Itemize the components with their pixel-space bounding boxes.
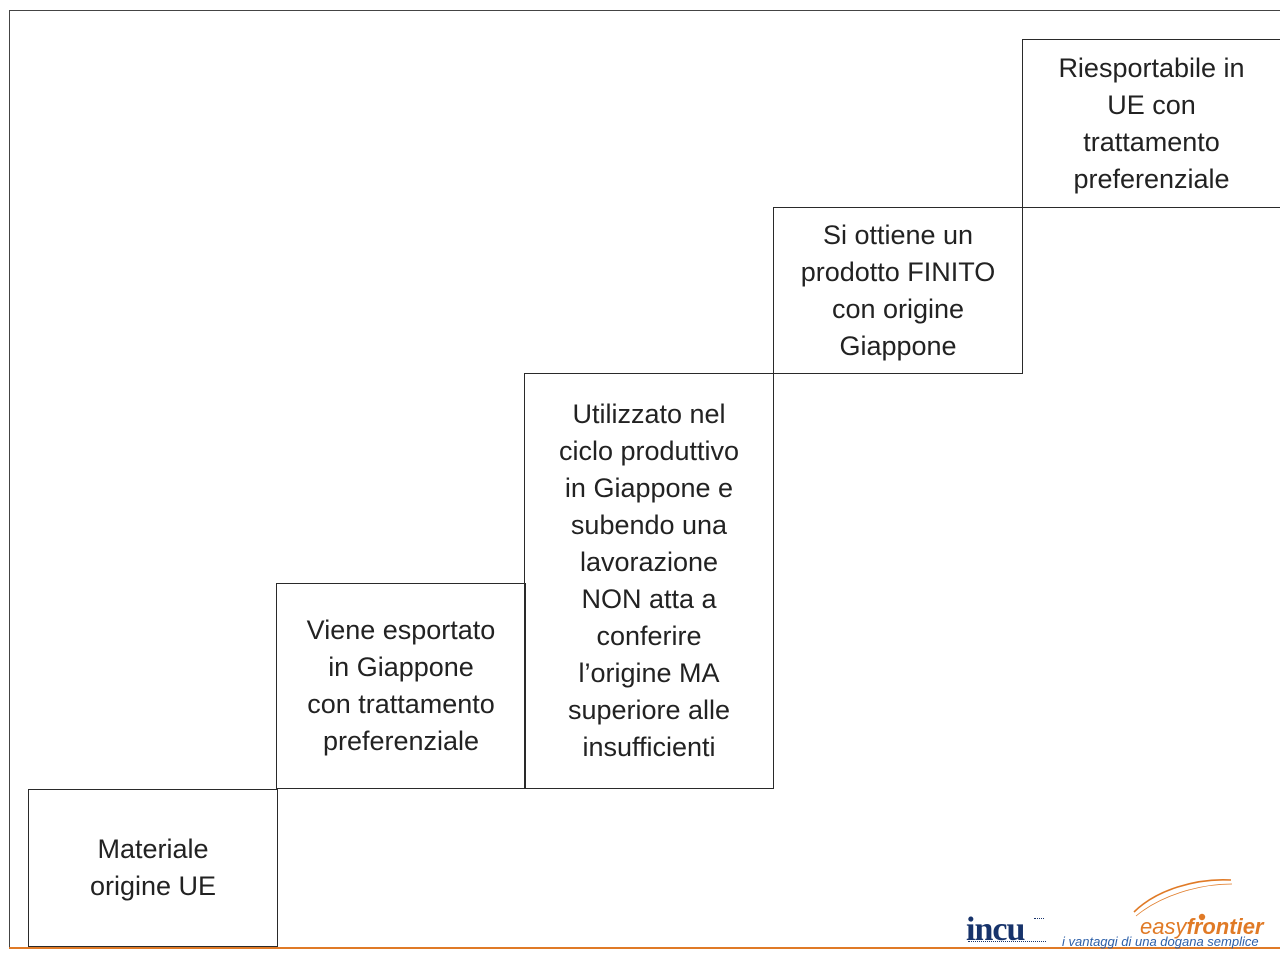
step-line: superiore alle (567, 695, 731, 725)
step-line: NON atta a (581, 584, 717, 614)
footer-accent-line (9, 947, 1280, 949)
step-prodotto-finito: Si ottiene un prodotto FINITO con origin… (773, 207, 1023, 374)
step-line: origine UE (89, 871, 217, 901)
step-line: preferenziale (322, 726, 480, 756)
step-line: Giappone (839, 330, 957, 361)
step-line: preferenziale (1073, 163, 1230, 194)
step-line: in Giappone (328, 652, 474, 682)
step-text: Riesportabile in UE con trattamento pref… (1058, 50, 1244, 198)
swoosh-icon (1133, 878, 1233, 921)
brand-easy: easy (1140, 914, 1187, 939)
step-materiale-origine-ue: Materiale origine UE (28, 789, 278, 947)
step-line: UE con (1107, 89, 1196, 120)
step-line: lavorazione (579, 547, 719, 577)
step-utilizzato-ciclo-produttivo: Utilizzato nel ciclo produttivo in Giapp… (524, 373, 774, 789)
step-line: l’origine MA (578, 658, 720, 688)
brand-frontier: frontier (1186, 914, 1264, 939)
step-line: trattamento (1083, 126, 1220, 157)
easyfrontier-brand: easyfrontier (1140, 914, 1263, 940)
incu-logo: incu (966, 911, 1054, 949)
step-line: insufficienti (582, 732, 716, 762)
incu-sup-mark (1034, 918, 1044, 922)
step-line: Materiale (97, 834, 209, 864)
step-text: Viene esportato in Giappone con trattame… (307, 612, 496, 760)
step-line: ciclo produttivo (558, 436, 740, 466)
step-text: Si ottiene un prodotto FINITO con origin… (801, 217, 996, 365)
step-esportato-giappone: Viene esportato in Giappone con trattame… (276, 583, 526, 789)
step-line: con origine (831, 293, 965, 324)
step-line: Utilizzato nel (572, 399, 726, 429)
step-text: Materiale origine UE (90, 831, 216, 905)
step-line: Viene esportato (306, 615, 496, 645)
easyfrontier-logo: easyfrontier i vantaggi di una dogana se… (1056, 872, 1280, 949)
step-text: Utilizzato nel ciclo produttivo in Giapp… (559, 396, 739, 766)
step-line: in Giappone e (564, 473, 734, 503)
step-line: Si ottiene un (822, 219, 974, 250)
step-line: conferire (596, 621, 702, 651)
easyfrontier-tagline: i vantaggi di una dogana semplice (1062, 934, 1259, 949)
step-line: prodotto FINITO (800, 256, 996, 287)
step-line: Riesportabile in (1058, 52, 1245, 83)
step-line: con trattamento (307, 689, 495, 719)
incu-fine-print (968, 941, 1046, 945)
step-riesportabile-ue: Riesportabile in UE con trattamento pref… (1022, 39, 1280, 208)
step-line: subendo una (570, 510, 728, 540)
